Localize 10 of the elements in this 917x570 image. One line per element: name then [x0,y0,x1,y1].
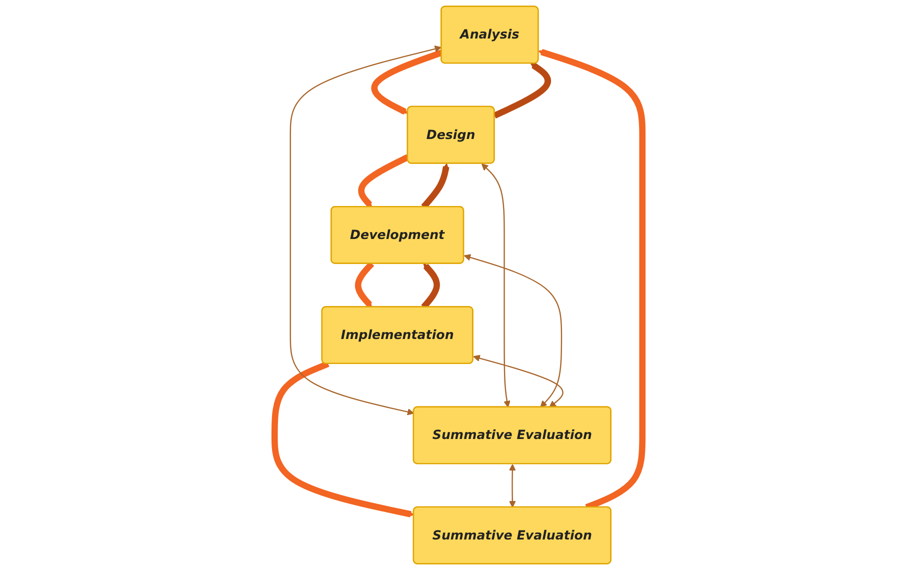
arrow [271,360,414,518]
arrow [493,62,551,118]
arrow [371,50,443,115]
arrow [290,45,442,416]
arrow [481,164,510,408]
arrow [473,354,564,408]
arrow [354,262,374,308]
arrow [464,254,562,408]
arrow [508,464,516,508]
arrow [358,154,410,208]
